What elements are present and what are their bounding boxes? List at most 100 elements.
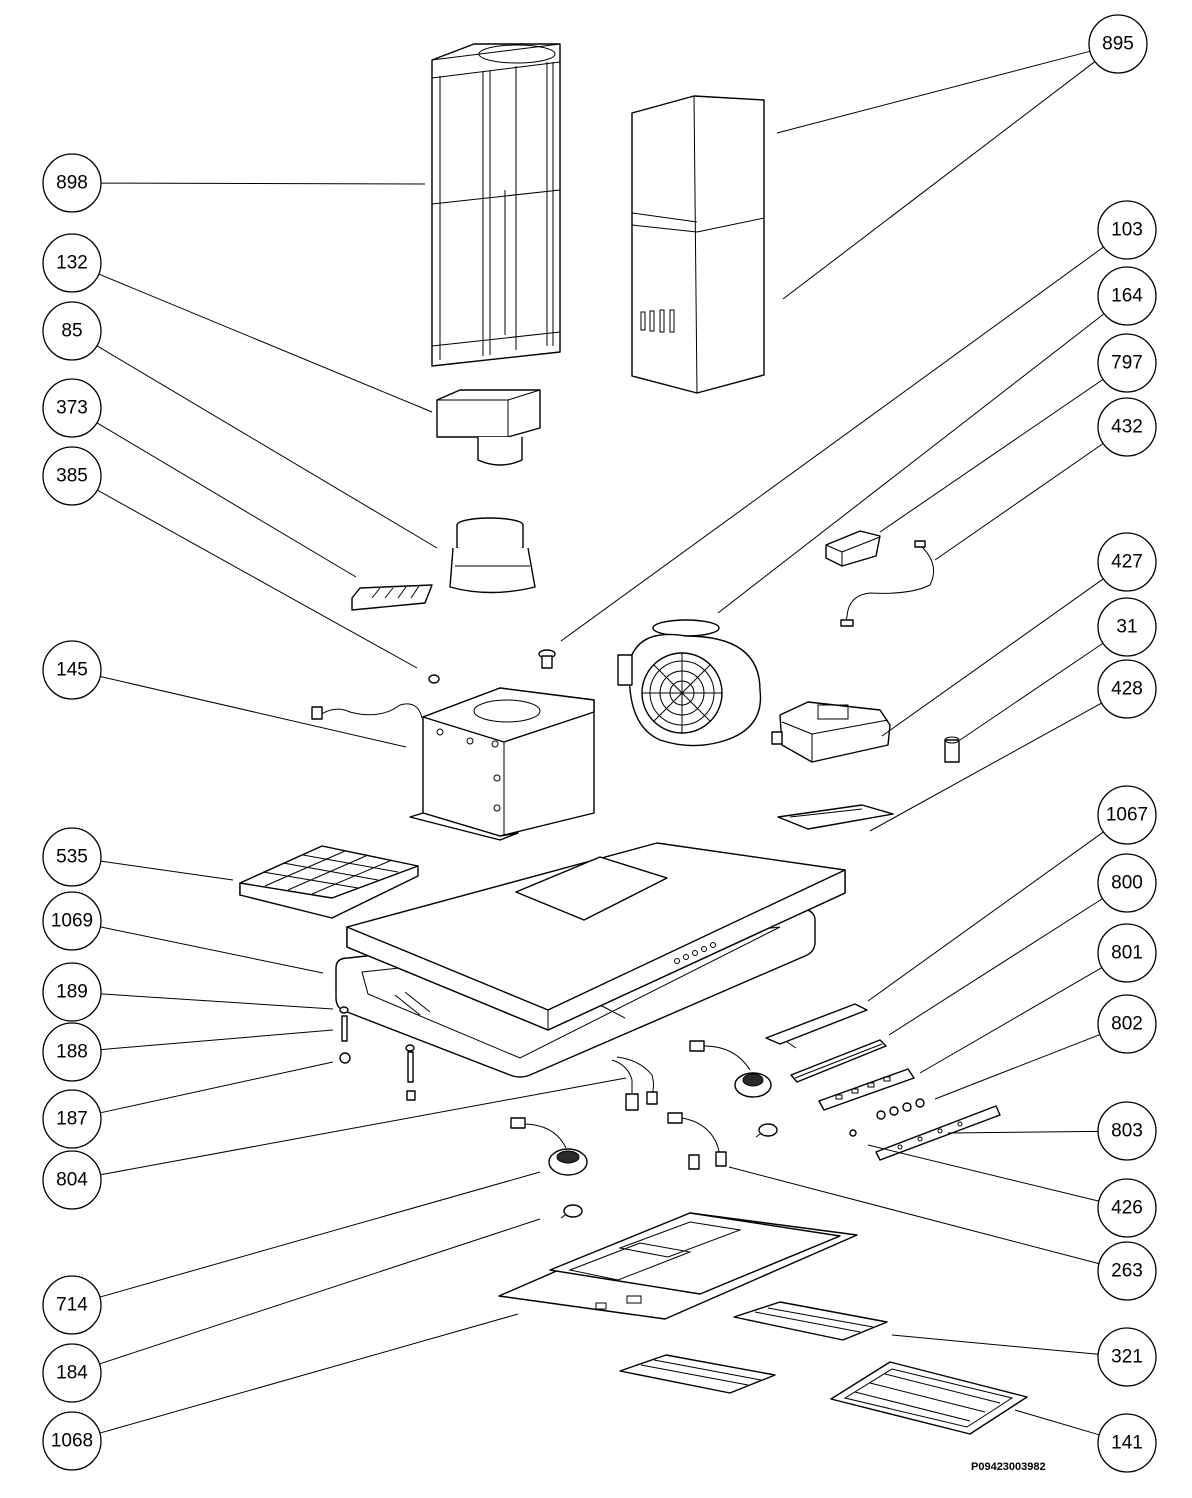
part-control-panel-801: [818, 1068, 915, 1111]
callout-802: 802: [1097, 994, 1157, 1054]
callout-535: 535: [42, 827, 102, 887]
callout-circle-803: [1097, 1101, 1157, 1161]
callout-label-426: 426: [1111, 1198, 1143, 1219]
callout-circle-321: [1097, 1327, 1157, 1387]
part-carbon-filter-upper: [733, 1301, 888, 1341]
callout-label-714: 714: [56, 1295, 88, 1316]
leader-line-802: [934, 1034, 1101, 1100]
callout-circle-797: [1097, 333, 1157, 393]
callout-432: 432: [1097, 397, 1157, 457]
leader-line-373: [96, 422, 357, 578]
callout-circle-714: [42, 1275, 102, 1335]
callout-label-31: 31: [1116, 617, 1137, 638]
leader-line-803: [947, 1130, 1099, 1134]
part-switch-block: [825, 530, 881, 567]
callout-circle-385: [42, 446, 102, 506]
leader-line-804: [100, 1077, 627, 1176]
callout-label-85: 85: [61, 321, 82, 342]
part-duct-adapter: [436, 389, 541, 466]
part-grease-filter: [239, 845, 419, 919]
document-code: P09423003982: [971, 1461, 1046, 1473]
callout-circle-804: [42, 1150, 102, 1210]
leader-line-263: [728, 1166, 1100, 1265]
callout-label-263: 263: [1111, 1261, 1143, 1282]
callout-1069: 1069: [42, 891, 102, 951]
leader-line-31: [959, 642, 1104, 741]
leader-line-427: [881, 578, 1104, 737]
leader-line-188: [100, 1029, 334, 1051]
callout-label-428: 428: [1111, 679, 1143, 700]
callout-895: 895: [1088, 14, 1148, 74]
callout-428: 428: [1097, 659, 1157, 719]
callout-label-188: 188: [56, 1042, 88, 1063]
part-bolt-set-left: [339, 1006, 351, 1064]
callout-label-103: 103: [1111, 220, 1143, 241]
part-plate: [777, 804, 894, 830]
callout-circle-188: [42, 1022, 102, 1082]
callout-circle-145: [42, 640, 102, 700]
part-lamp-upper: [689, 1040, 772, 1098]
callout-label-373: 373: [56, 398, 88, 419]
callout-label-801: 801: [1111, 943, 1143, 964]
leader-line-1069: [100, 926, 324, 974]
callout-circle-427: [1097, 532, 1157, 592]
callout-189: 189: [42, 962, 102, 1022]
part-chimney-frame: [431, 43, 561, 367]
part-chimney-cover: [631, 95, 765, 394]
part-outlet-collar: [449, 517, 536, 594]
callout-263: 263: [1097, 1241, 1157, 1301]
callout-427: 427: [1097, 532, 1157, 592]
callout-187: 187: [42, 1089, 102, 1149]
callout-circle-187: [42, 1089, 102, 1149]
leader-line-385: [97, 489, 418, 669]
leader-line-895: [776, 50, 1091, 134]
part-lamp-cable-804: [611, 1056, 658, 1111]
part-screw-426: [849, 1129, 857, 1137]
part-bracket-800: [790, 1039, 887, 1083]
callout-426: 426: [1097, 1178, 1157, 1238]
callout-circle-426: [1097, 1178, 1157, 1238]
callout-801: 801: [1097, 923, 1157, 983]
callout-circle-189: [42, 962, 102, 1022]
callout-circle-141: [1097, 1413, 1157, 1473]
leader-line-189: [100, 993, 334, 1010]
callout-circle-802: [1097, 994, 1157, 1054]
leader-line-898: [100, 182, 426, 185]
leader-line-797: [879, 378, 1104, 533]
leader-line-432: [934, 443, 1104, 561]
callout-label-895: 895: [1102, 34, 1134, 55]
leader-line-103: [560, 246, 1104, 642]
callout-797: 797: [1097, 333, 1157, 393]
part-bulb-right: [755, 1123, 778, 1138]
callout-label-321: 321: [1111, 1347, 1143, 1368]
leader-line-1068: [99, 1313, 519, 1434]
part-flap: [351, 584, 433, 611]
callout-circle-373: [42, 378, 102, 438]
part-motor-housing: [311, 687, 595, 841]
callout-label-187: 187: [56, 1109, 88, 1130]
part-carbon-filter-lower: [619, 1354, 776, 1394]
leader-line-187: [100, 1061, 334, 1114]
callout-circle-898: [42, 153, 102, 213]
callout-circle-132: [42, 233, 102, 293]
callout-label-145: 145: [56, 660, 88, 681]
callout-label-427: 427: [1111, 552, 1143, 573]
leader-line-895-b: [782, 61, 1096, 300]
leader-line-141: [1014, 1409, 1100, 1436]
callout-circle-263: [1097, 1241, 1157, 1301]
callout-circle-31: [1097, 597, 1157, 657]
part-pcb-803: [875, 1105, 1001, 1161]
part-fitting: [538, 649, 556, 669]
callout-label-800: 800: [1111, 873, 1143, 894]
leader-line-800: [888, 898, 1103, 1036]
callout-circle-1068: [42, 1411, 102, 1471]
leader-line-321: [891, 1334, 1099, 1355]
callout-label-132: 132: [56, 253, 88, 274]
callout-385: 385: [42, 446, 102, 506]
callout-1067: 1067: [1097, 785, 1157, 845]
callout-circle-895: [1088, 14, 1148, 74]
callout-label-803: 803: [1111, 1121, 1143, 1142]
callout-label-1069: 1069: [51, 911, 93, 932]
